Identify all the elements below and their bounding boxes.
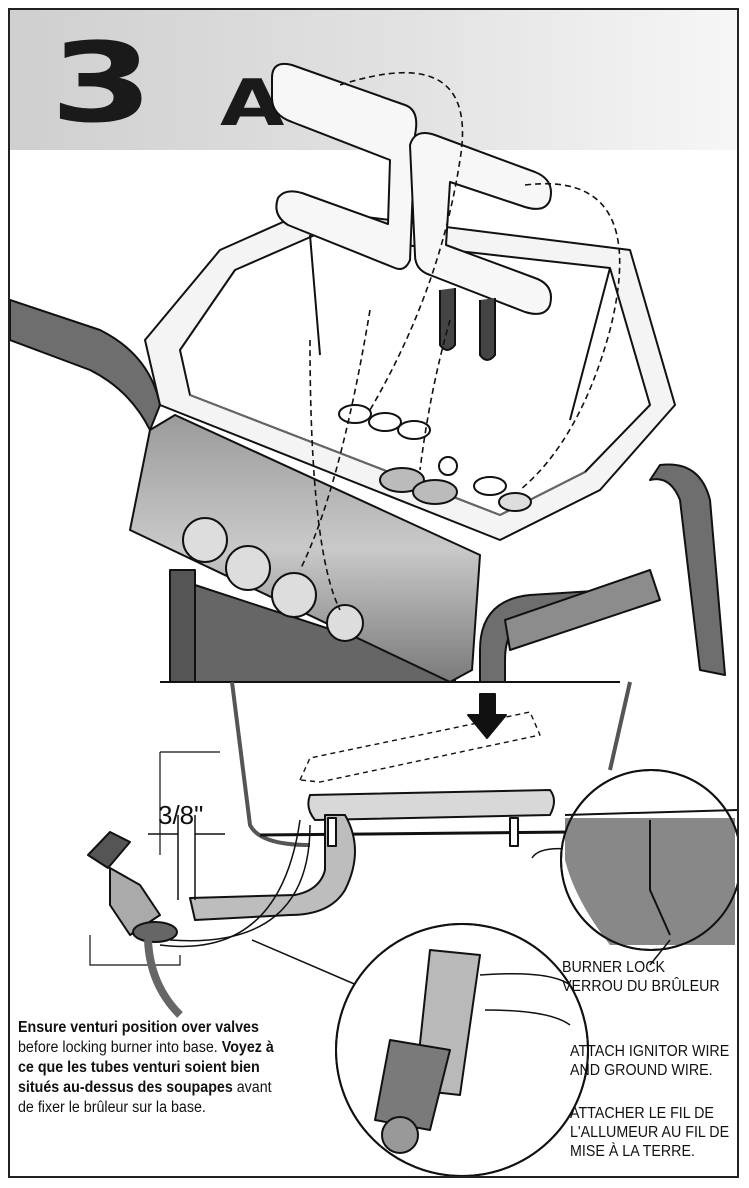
placement-paths <box>299 72 621 611</box>
ignitor-label-fr: ATTACHER LE FIL DE L'ALLUMEUR AU FIL DE … <box>570 1105 730 1160</box>
detail-bracket-top <box>159 751 220 855</box>
burner-assembly <box>189 789 571 921</box>
note-en-rest: before locking burner into base. <box>18 1039 218 1056</box>
burner-lock-label: BURNER LOCK VERROU DU BRÛLEUR <box>562 958 728 996</box>
assembly-illustration <box>10 62 737 1176</box>
ground-wire <box>159 819 301 948</box>
burner-lock-en: BURNER LOCK <box>562 959 666 976</box>
venturi-note: Ensure venturi position over valves befo… <box>18 1018 276 1118</box>
ignitor-label-en: ATTACH IGNITOR WIRE AND GROUND WIRE. <box>570 1043 730 1079</box>
burner-h-left <box>271 62 418 270</box>
ignitor-detail <box>335 923 589 1176</box>
cart-frame <box>169 463 726 683</box>
instruction-page: 3 A <box>8 8 739 1178</box>
burner-ghost <box>299 711 541 783</box>
firebox-wall-left <box>230 681 311 847</box>
left-side-shelf <box>10 299 161 431</box>
note-fr-rest: avant de fixer le brûleur sur la base. <box>18 1079 272 1116</box>
leader-lock-label <box>649 939 671 966</box>
note-en-bold: Ensure venturi position over valves <box>18 1019 259 1036</box>
ignitor-wire <box>169 824 311 942</box>
note-fr-bold: Voyez à ce que les tubes venturi soient … <box>18 1039 274 1096</box>
burner-lock-fr: VERROU DU BRÛLEUR <box>562 978 720 995</box>
control-panel <box>129 414 481 683</box>
gap-measurement: 3/8" <box>158 800 204 830</box>
firebox-wall-right <box>608 681 632 771</box>
burner-lock-detail <box>560 769 737 951</box>
step-number: 3 <box>50 19 153 147</box>
burner-h-right <box>409 132 552 361</box>
down-arrow-icon <box>467 693 507 739</box>
detail-bracket-bottom <box>89 935 181 966</box>
measure-arrows <box>148 815 225 900</box>
gas-valve <box>87 831 183 1018</box>
